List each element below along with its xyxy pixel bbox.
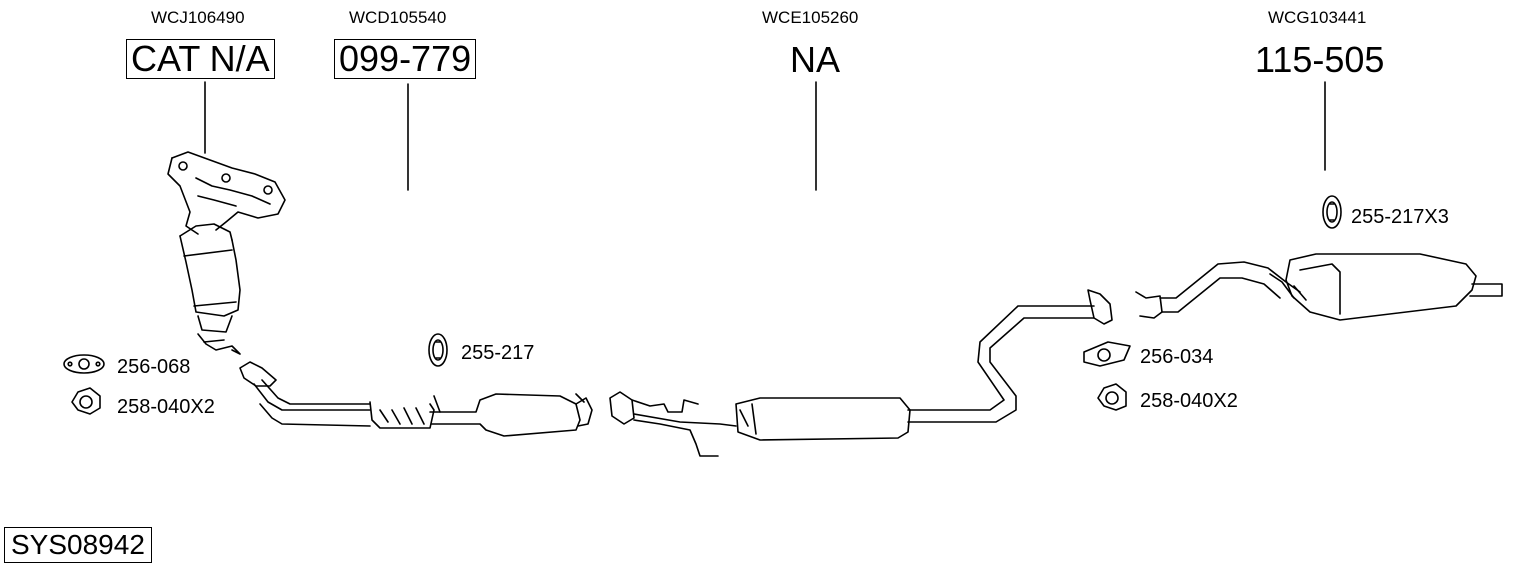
- fitting-label-hanger-mid: 255-217: [461, 342, 535, 364]
- system-code-box: SYS08942: [4, 527, 152, 563]
- part-number-front-pipe: 099-779: [334, 39, 477, 79]
- part-number-cat: CAT N/A: [126, 39, 275, 79]
- section-code-wcd: WCD105540: [349, 8, 447, 27]
- fitting-label-gasket-right: 256-034: [1140, 346, 1214, 368]
- part-number-rear: 115-505: [1255, 39, 1385, 80]
- centre-pipe: [609, 289, 1113, 457]
- fitting-label-nut-right: 258-040X2: [1140, 390, 1238, 412]
- manifold-catalytic-converter: [167, 151, 286, 355]
- nut-icon-left: [71, 387, 101, 415]
- fitting-label-gasket-left: 256-068: [117, 356, 191, 378]
- fitting-label-hanger-right: 255-217X3: [1351, 206, 1449, 228]
- rear-silencer: [1135, 253, 1503, 321]
- hanger-icon-255-217: [428, 333, 448, 367]
- gasket-icon-256-034: [1083, 341, 1131, 367]
- gasket-icon-256-068: [63, 354, 105, 374]
- hanger-icon-255-217x3: [1322, 195, 1342, 229]
- part-number-centre: NA: [790, 39, 841, 80]
- nut-icon-right: [1097, 383, 1127, 411]
- section-code-wcg: WCG103441: [1268, 8, 1367, 27]
- section-code-wce: WCE105260: [762, 8, 859, 27]
- front-pipe: [239, 361, 593, 437]
- fitting-label-nut-left: 258-040X2: [117, 396, 215, 418]
- section-code-wcj: WCJ106490: [151, 8, 245, 27]
